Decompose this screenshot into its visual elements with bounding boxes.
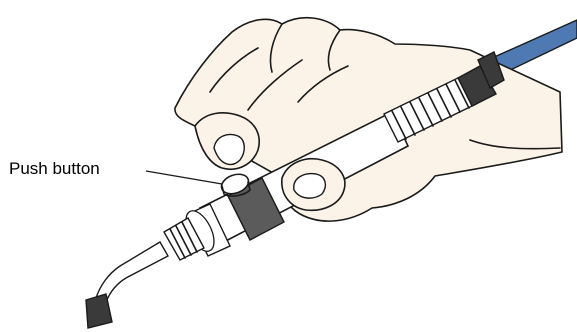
push-button-label: Push button [9, 159, 100, 179]
pen-probe [96, 242, 168, 302]
thumbnail [294, 174, 326, 198]
callout-leader-line [146, 171, 222, 184]
suction-cup-tip [86, 294, 112, 328]
